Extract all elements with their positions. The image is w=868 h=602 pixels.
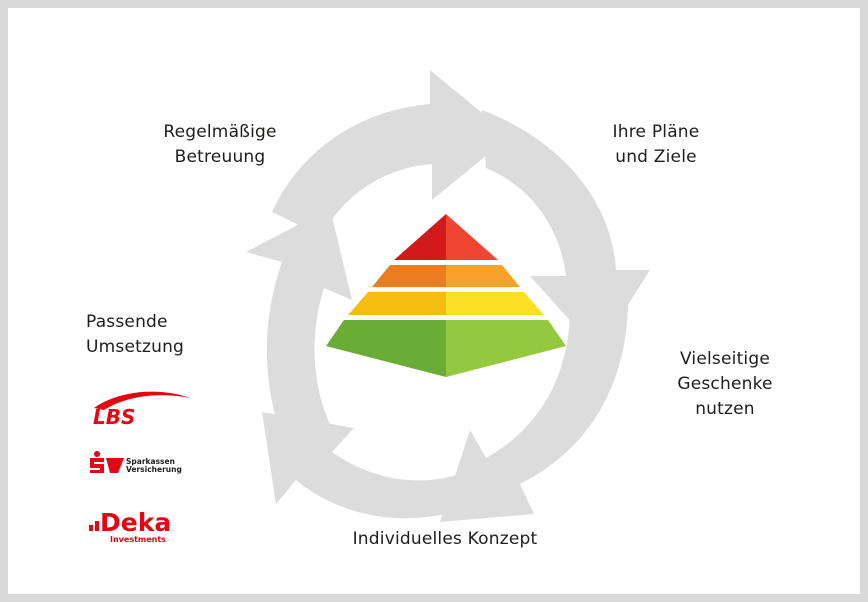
cycle-arrow-right — [482, 110, 650, 352]
sv-line1: Sparkassen — [126, 457, 175, 466]
pyramid-level-green-left — [326, 320, 446, 377]
deka-logo-text: Deka — [100, 508, 171, 537]
step-gifts: Vielseitige Geschenke nutzen — [660, 347, 790, 422]
step-implementation: Passende Umsetzung — [86, 310, 226, 360]
lbs-logo: LBS — [93, 391, 190, 428]
cycle-arrow-top — [272, 70, 510, 236]
pyramid-level-orange-left — [372, 265, 446, 287]
step-gifts-line1: Vielseitige — [679, 349, 771, 369]
deka-logo: Deka Investments — [89, 508, 171, 544]
pyramid — [326, 214, 566, 377]
step-regular-support-line1: Regelmäßige — [163, 122, 277, 142]
pyramid-level-yellow-left — [348, 292, 446, 315]
pyramid-level-orange-right — [446, 265, 520, 287]
step-regular-support-line2: Betreuung — [174, 147, 266, 167]
lbs-logo-text: LBS — [93, 405, 135, 428]
step-implementation-line2: Umsetzung — [86, 337, 185, 357]
pyramid-level-yellow-right — [446, 292, 544, 315]
step-implementation-line1: Passende — [86, 312, 168, 332]
pyramid-level-red-right — [446, 214, 498, 260]
pyramid-level-red-left — [394, 214, 446, 260]
sparkassen-versicherung-logo: Sparkassen Versicherung — [90, 451, 182, 474]
step-gifts-line3: nutzen — [695, 399, 755, 419]
step-gifts-line2: Geschenke — [677, 374, 773, 394]
pyramid-level-green-right — [446, 320, 566, 377]
sparkasse-s-icon — [90, 451, 104, 473]
sv-line2: Versicherung — [126, 465, 182, 474]
lbs-swoosh — [94, 391, 190, 410]
step-plans-goals-line2: und Ziele — [615, 147, 697, 167]
deka-subtext: Investments — [110, 535, 166, 544]
cycle-arrow-left — [246, 208, 352, 470]
step-regular-support: Regelmäßige Betreuung — [140, 120, 300, 170]
step-plans-goals: Ihre Pläne und Ziele — [596, 120, 716, 170]
cycle-arrow-bottom-right — [440, 300, 628, 522]
sv-v-icon — [106, 458, 124, 473]
step-individual-concept: Individuelles Konzept — [352, 529, 538, 549]
deka-bars-icon — [89, 521, 99, 531]
step-plans-goals-line1: Ihre Pläne — [612, 122, 700, 142]
